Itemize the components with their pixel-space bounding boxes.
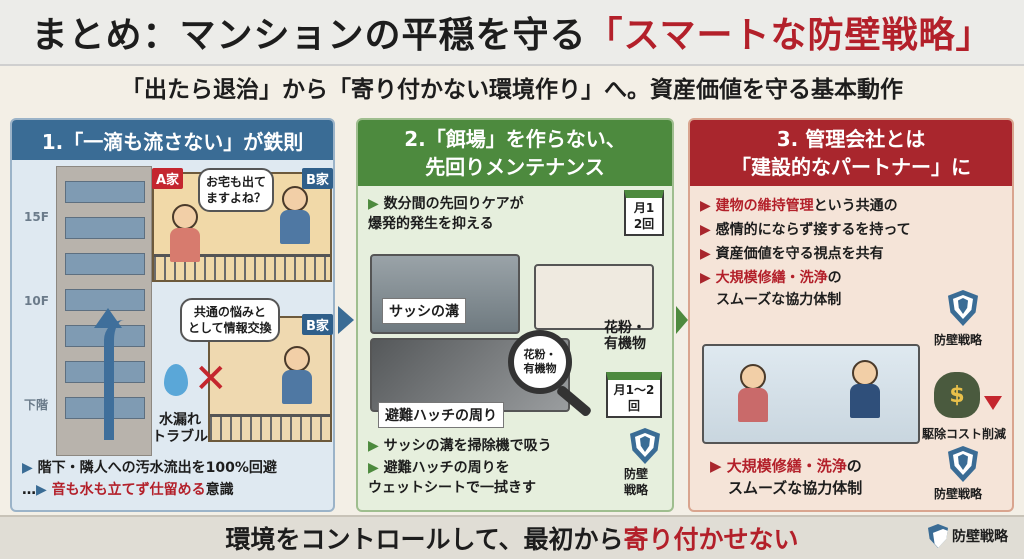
shield-icon	[630, 428, 660, 464]
floor-label-15f: 15F	[24, 210, 49, 224]
label-pollen: 花粉・ 有機物	[604, 320, 646, 352]
tag-b-house-mid: B家	[302, 314, 333, 335]
panel1-bullet-2: …▶ 音も水も立てず仕留める意識	[22, 482, 234, 498]
footer-bar: 環境をコントロールして、最初から寄り付かせない	[0, 515, 1024, 559]
cleaning-hand-photo	[534, 264, 654, 330]
subtitle: 「出たら退治」から「寄り付かない環境作り」へ。資産価値を守る基本動作	[121, 77, 903, 103]
down-arrow-icon	[984, 396, 1002, 410]
floor-label-lower: 下階	[24, 398, 49, 412]
panel2-bullet-2: ▶ 避難ハッチの周りを ウェットシートで一拭きす	[368, 460, 536, 496]
flow-arrow-2	[676, 306, 688, 334]
tag-a-house: A家	[152, 168, 184, 189]
neighbor-a-person	[170, 204, 200, 262]
panel1-heading: 1.「一滴も流さない」が鉄則	[12, 120, 333, 160]
water-drop-icon	[164, 364, 188, 396]
panel1-bullet-1: ▶ 階下・隣人への汚水流出を100%回避	[22, 460, 277, 476]
shield-label-top: 防壁戦略	[934, 333, 983, 347]
title-main: まとめ：マンションの平穏を守る	[31, 15, 587, 56]
title-accent: 「スマートな防壁戦略」	[586, 15, 993, 56]
handshake-photo	[702, 344, 920, 444]
panel3-bullet-3: ▶ 資産価値を守る視点を共有	[700, 246, 884, 262]
floor-label-10f: 10F	[24, 294, 49, 308]
neighbor-b-lower-person	[282, 346, 312, 404]
speech-bubble-top: お宅も出て ますよね？	[198, 168, 275, 212]
panel3-bottom-bullet-line2: スムーズな協力体制	[728, 479, 863, 497]
panel-rule-one-drop: 1.「一滴も流さない」が鉄則 15F 10F 下階 A家 B家 お宅も出て ます…	[10, 118, 335, 512]
cross-icon: ✕	[194, 356, 228, 402]
shield-label-bottom: 防壁戦略	[934, 487, 983, 501]
panel3-heading: 3. 管理会社とは「建設的なパートナー」に	[690, 120, 1012, 186]
logo-shield-icon	[928, 524, 948, 548]
title-bar: まとめ：マンションの平穏を守る「スマートな防壁戦略」	[0, 0, 1024, 66]
panel2-intro: ▶ 数分間の先回りケアが 爆発的発生を抑える	[368, 196, 524, 232]
panel3-bullet-1: ▶ 建物の維持管理という共通の	[700, 198, 898, 214]
label-sash: サッシの溝	[382, 298, 466, 324]
cost-reduction-label: 駆除コスト削減	[922, 427, 1007, 441]
panel3-bottom-bullet: ▶ 大規模修繕・洗浄の	[710, 457, 862, 475]
shield-icon-top	[948, 290, 978, 326]
apartment-building	[56, 166, 152, 456]
page-title: まとめ：マンションの平穏を守る「スマートな防壁戦略」	[32, 6, 993, 58]
rising-arrow-head	[94, 308, 122, 328]
footer-text: 環境をコントロールして、最初から寄り付かせない	[225, 525, 799, 554]
panel2-heading: 2.「餌場」を作らない、先回りメンテナンス	[358, 120, 672, 186]
money-bag-icon: $	[934, 372, 980, 418]
water-leak-label: 水漏れ トラブル	[152, 412, 208, 445]
flow-arrow-1	[338, 306, 354, 334]
panel-preventive-maintenance: 2.「餌場」を作らない、先回りメンテナンス ▶ 数分間の先回りケアが 爆発的発生…	[356, 118, 674, 512]
panel3-bullet-4: ▶ 大規模修繕・洗浄の	[700, 270, 842, 286]
shield-label-p2: 防壁 戦略	[624, 467, 649, 497]
panel-management-partner: 3. 管理会社とは「建設的なパートナー」に ▶ 建物の維持管理という共通の ▶ …	[688, 118, 1014, 512]
calendar-icon-top: 月1 2回	[624, 190, 664, 236]
panel3-bullet-4-line2: スムーズな協力体制	[716, 292, 842, 308]
label-hatch: 避難ハッチの周り	[378, 402, 504, 428]
panel2-bullet-1: ▶ サッシの溝を掃除機で吸う	[368, 438, 552, 454]
speech-bubble-mid: 共通の悩みと として情報交換	[180, 298, 280, 342]
magnifier-icon: 花粉・ 有機物	[508, 330, 572, 394]
calendar-icon-bottom: 月1〜2回	[606, 372, 662, 418]
neighbor-b-person	[280, 186, 310, 244]
footer-logo: 防壁戦略	[928, 524, 1008, 548]
shield-icon-bottom	[948, 446, 978, 482]
rising-arrow	[104, 320, 124, 440]
logo-text: 防壁戦略	[952, 529, 1008, 545]
tag-b-house-top: B家	[302, 168, 333, 189]
panel3-bullet-2: ▶ 感情的にならず接するを持って	[700, 222, 911, 238]
